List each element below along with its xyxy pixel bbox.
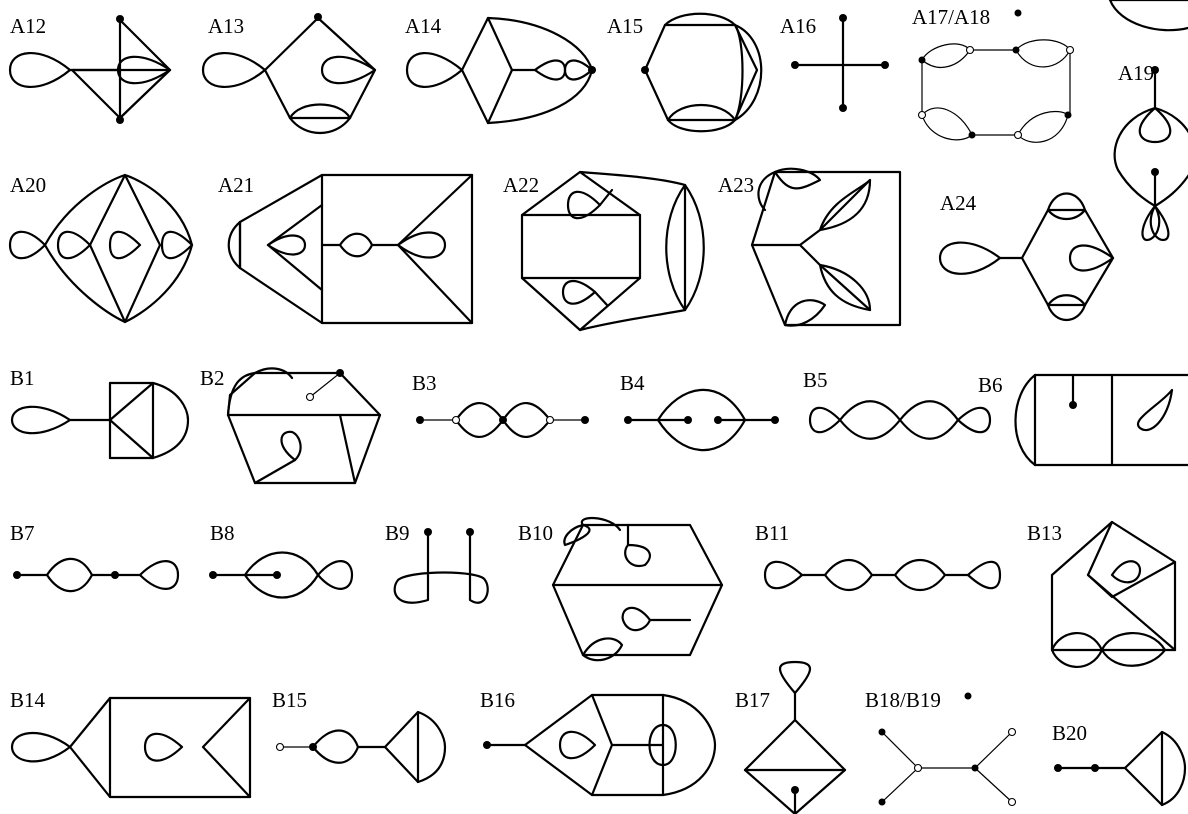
label-B4: B4 — [620, 371, 645, 395]
label-A13: A13 — [208, 14, 244, 38]
graph-B13: B13 — [1027, 520, 1177, 668]
graph-A13: A13 — [201, 13, 377, 134]
graph-B9: B9 — [385, 521, 489, 604]
graph-A24: A24 — [938, 191, 1115, 321]
label-B6: B6 — [978, 373, 1003, 397]
label-B18-B19: B18/B19 — [865, 688, 941, 712]
label-A21: A21 — [218, 173, 254, 197]
label-A16: A16 — [780, 14, 816, 38]
graph-B3: B3 — [412, 371, 589, 438]
graph-B8: B8 — [209, 521, 354, 599]
graph-B11: B11 — [755, 521, 1002, 591]
graph-A21: A21 — [218, 173, 474, 325]
label-B5: B5 — [803, 368, 828, 392]
graph-A15: A15 — [607, 12, 763, 133]
graph-B1: B1 — [10, 366, 190, 460]
label-A22: A22 — [503, 173, 539, 197]
label-B17: B17 — [735, 688, 770, 712]
graph-B15: B15 — [272, 688, 447, 784]
label-A19: A19 — [1118, 61, 1154, 85]
graph-B7: B7 — [10, 521, 180, 593]
label-A24: A24 — [940, 191, 977, 215]
label-A12: A12 — [10, 14, 46, 38]
graph-A22: A22 — [503, 170, 705, 332]
label-B16: B16 — [480, 688, 515, 712]
label-B20: B20 — [1052, 721, 1087, 745]
label-B3: B3 — [412, 371, 437, 395]
label-B13: B13 — [1027, 521, 1062, 545]
graph-A19: A19 — [1113, 61, 1188, 242]
label-B7: B7 — [10, 521, 35, 545]
label-B10: B10 — [518, 521, 553, 545]
graph-B16: B16 — [480, 688, 717, 797]
graph-B17: B17 — [735, 660, 847, 814]
graph-A16: A16 — [780, 14, 889, 112]
graph-partial-top-right — [1108, 0, 1188, 32]
graph-A20: A20 — [8, 173, 194, 324]
label-B15: B15 — [272, 688, 307, 712]
graph-A17-A18: A17/A18 — [912, 5, 1075, 143]
graph-A23: A23 — [718, 167, 902, 327]
label-A14: A14 — [405, 14, 442, 38]
graph-B10: B10 — [518, 516, 724, 662]
graph-A12: A12 — [8, 14, 172, 124]
label-A23: A23 — [718, 173, 754, 197]
label-B11: B11 — [755, 521, 789, 545]
label-B2: B2 — [200, 366, 225, 390]
label-A17-A18: A17/A18 — [912, 5, 990, 29]
label-A20: A20 — [10, 173, 46, 197]
graph-B4: B4 — [620, 371, 779, 452]
label-A15: A15 — [607, 14, 643, 38]
label-B14: B14 — [10, 688, 46, 712]
graph-B18-B19: B18/B19 — [865, 688, 1017, 807]
graph-B20: B20 — [1052, 721, 1187, 807]
label-B9: B9 — [385, 521, 410, 545]
graph-B14: B14 — [10, 688, 252, 799]
graph-A14: A14 — [405, 14, 596, 125]
graph-B6: B6 — [978, 373, 1188, 467]
label-B1: B1 — [10, 366, 35, 390]
graph-B5: B5 — [803, 368, 992, 440]
graph-B2: B2 — [200, 366, 382, 485]
label-B8: B8 — [210, 521, 235, 545]
